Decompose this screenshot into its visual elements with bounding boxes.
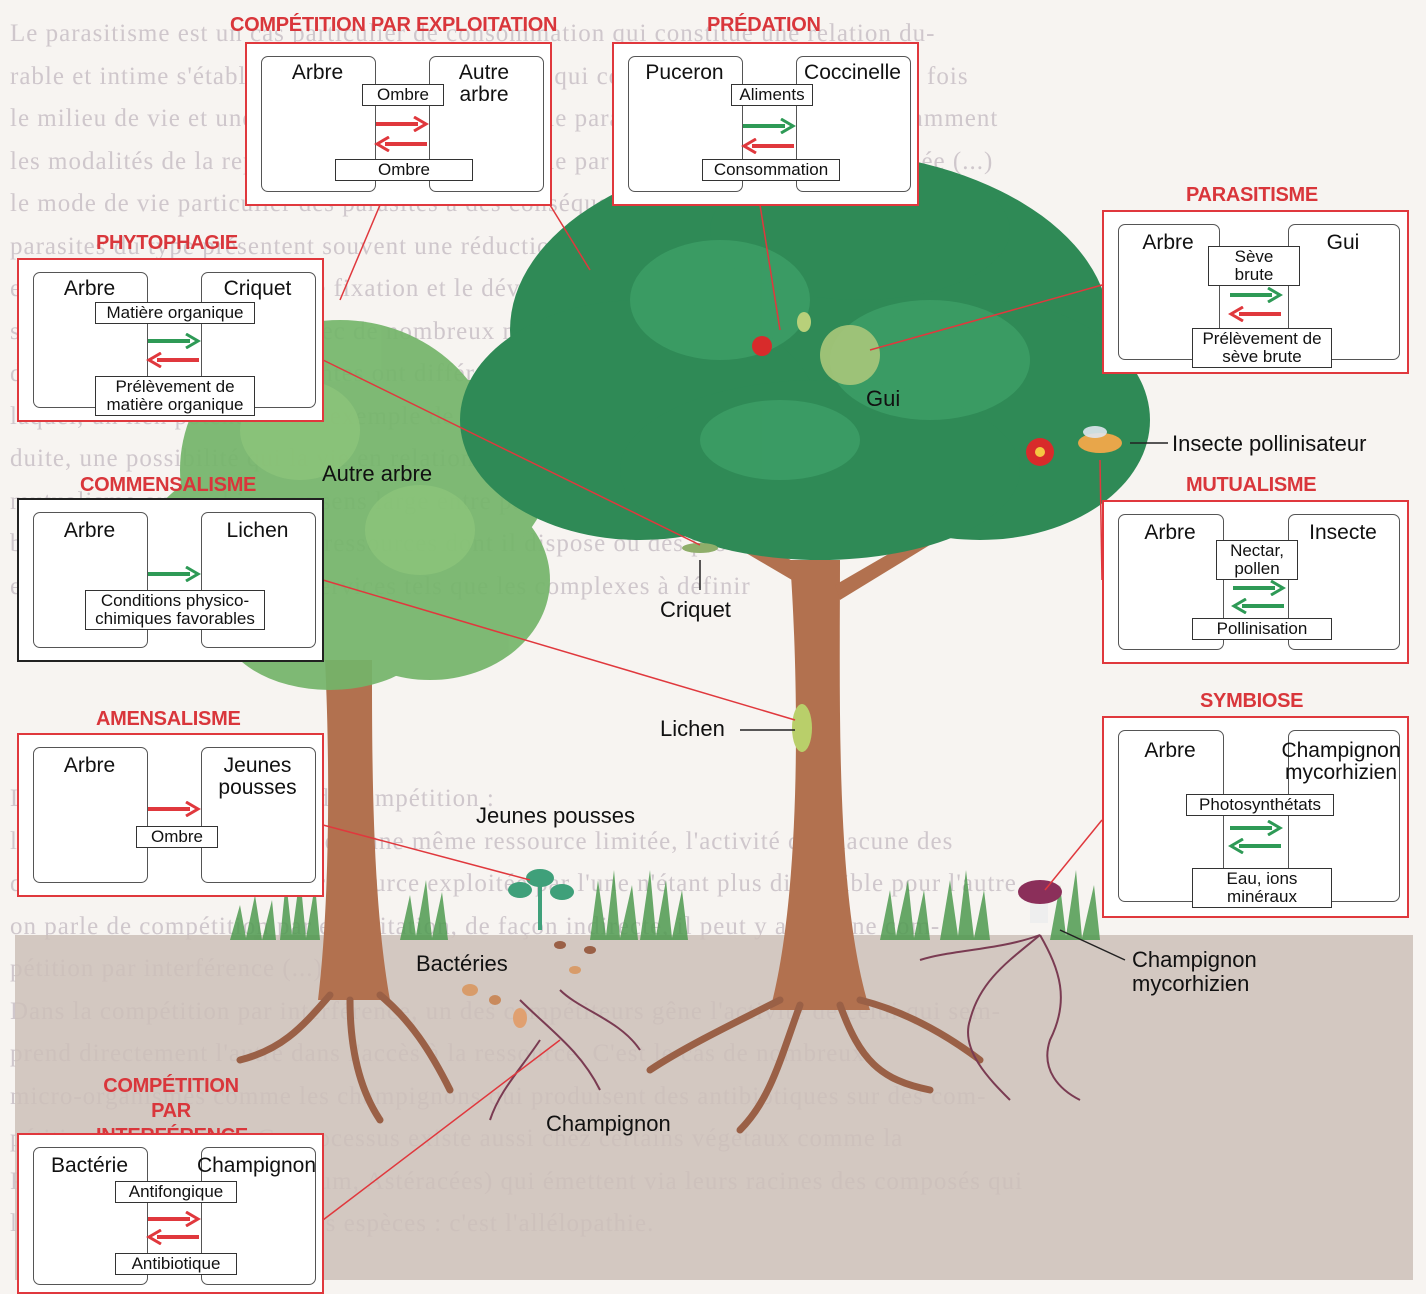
species-criquet: Criquet xyxy=(223,277,292,300)
pollinator-insect xyxy=(1078,426,1122,453)
label-jeunes-pousses: Jeunes pousses xyxy=(476,803,635,828)
tag-ombre-bottom: Ombre xyxy=(335,159,473,181)
tag-prelevement-seve: Prélèvement de sève brute xyxy=(1192,328,1332,368)
arrow-right-green xyxy=(148,333,201,349)
species-cell-right xyxy=(201,747,316,883)
box-predation: Puceron Coccinelle Aliments Consommation xyxy=(612,42,919,206)
grass xyxy=(230,870,1100,940)
main-tree-trunk xyxy=(770,560,870,1010)
tag-consommation: Consommation xyxy=(702,159,840,181)
title-phytophagie: PHYTOPHAGIE xyxy=(96,232,238,254)
species-autre-arbre: Autre arbre xyxy=(458,61,510,106)
arrow-right-red xyxy=(376,116,429,132)
ladybug xyxy=(752,336,772,356)
species-champignon: Champignon xyxy=(196,1154,317,1177)
label-autre-arbre: Autre arbre xyxy=(322,461,433,486)
tag-ombre: Ombre xyxy=(136,826,218,848)
species-lichen: Lichen xyxy=(226,519,289,542)
tag-antifongique: Antifongique xyxy=(115,1181,237,1203)
lichen xyxy=(792,704,812,752)
tag-aliments: Aliments xyxy=(731,84,813,106)
young-shoots xyxy=(508,869,574,930)
species-arbre: Arbre xyxy=(1144,521,1196,544)
tag-nectar-pollen: Nectar, pollen xyxy=(1216,540,1298,580)
connector-lines xyxy=(322,204,1103,1221)
label-criquet: Criquet xyxy=(660,597,731,622)
species-arbre: Arbre xyxy=(63,754,116,777)
arrow-left-red xyxy=(741,138,794,154)
tag-antibiotique: Antibiotique xyxy=(115,1253,237,1275)
tag-ombre-top: Ombre xyxy=(362,84,444,106)
box-commensalisme: Arbre Lichen Conditions physico-chimique… xyxy=(17,498,324,662)
arrow-right-green xyxy=(1233,580,1286,596)
box-mutualisme: Arbre Insecte Nectar, pollen Pollinisati… xyxy=(1102,500,1409,664)
tag-photosynthetats: Photosynthétats xyxy=(1186,794,1334,816)
arrow-right-red xyxy=(148,801,201,817)
title-competition-exploitation: COMPÉTITION PAR EXPLOITATION xyxy=(230,14,558,36)
species-arbre: Arbre xyxy=(63,519,116,542)
species-coccinelle: Coccinelle xyxy=(804,61,901,84)
species-bacterie: Bactérie xyxy=(50,1154,129,1177)
grasshopper xyxy=(682,543,718,553)
label-gui: Gui xyxy=(866,386,901,411)
mycorrhizal-network xyxy=(919,934,1081,1101)
tag-prelevement-matiere: Prélèvement de matière organique xyxy=(95,376,255,416)
species-arbre: Arbre xyxy=(1142,231,1194,254)
box-symbiose: Arbre Champignon mycorhizien Photosynthé… xyxy=(1102,716,1409,918)
arrow-left-red xyxy=(374,136,427,152)
species-arbre: Arbre xyxy=(63,277,116,300)
arrow-left-green xyxy=(1231,598,1284,614)
tag-conditions: Conditions physico-chimiques favorables xyxy=(85,590,265,630)
tag-eau-ions: Eau, ions minéraux xyxy=(1192,868,1332,908)
title-symbiose: SYMBIOSE xyxy=(1200,690,1304,712)
species-cell-left xyxy=(33,747,148,883)
label-champignon: Champignon xyxy=(546,1111,671,1136)
other-tree-trunk xyxy=(318,660,390,1000)
label-lichen: Lichen xyxy=(660,716,725,741)
aphid xyxy=(797,312,811,332)
species-champignon-mycorhizien: Champignon mycorhizien xyxy=(1281,739,1401,784)
species-arbre: Arbre xyxy=(1144,739,1196,762)
label-champignon-mycorhizien: Champignon mycorhizien xyxy=(1132,947,1257,996)
box-competition-exploitation: Arbre Autre arbre Ombre Ombre xyxy=(245,42,552,206)
box-parasitisme: Arbre Gui Sève brute Prélèvement de sève… xyxy=(1102,210,1409,374)
species-insecte: Insecte xyxy=(1309,521,1377,544)
label-bacteries: Bactéries xyxy=(416,951,508,976)
title-amensalisme: AMENSALISME xyxy=(96,708,241,730)
species-arbre: Arbre xyxy=(291,61,344,84)
mistletoe xyxy=(820,325,880,385)
arrow-right-green xyxy=(1230,287,1283,303)
bacteria-dots xyxy=(462,941,596,1028)
species-gui: Gui xyxy=(1326,231,1360,254)
label-insecte-pollinisateur: Insecte pollinisateur xyxy=(1172,431,1367,456)
arrow-left-red xyxy=(146,1229,199,1245)
arrow-right-red xyxy=(148,1211,201,1227)
mushroom xyxy=(1018,880,1062,923)
arrow-left-red xyxy=(1228,306,1281,322)
arrow-left-green xyxy=(1228,838,1281,854)
title-mutualisme: MUTUALISME xyxy=(1186,474,1317,496)
label-leaders xyxy=(699,442,1168,961)
arrow-right-green xyxy=(743,118,796,134)
title-commensalisme: COMMENSALISME xyxy=(80,474,257,496)
arrow-right-green xyxy=(1230,820,1283,836)
title-predation: PRÉDATION xyxy=(707,14,821,36)
arrow-right-green xyxy=(148,566,201,582)
tag-seve-brute: Sève brute xyxy=(1208,246,1300,286)
title-parasitisme: PARASITISME xyxy=(1186,184,1318,206)
species-jeunes-pousses: Jeunes pousses xyxy=(218,754,297,799)
roots xyxy=(236,991,984,1134)
box-competition-interference: Bactérie Champignon Antifongique Antibio… xyxy=(17,1133,324,1294)
tag-matiere-organique: Matière organique xyxy=(95,302,255,324)
arrow-left-red xyxy=(146,352,199,368)
box-phytophagie: Arbre Criquet Matière organique Prélèvem… xyxy=(17,258,324,422)
species-puceron: Puceron xyxy=(645,61,724,84)
tag-pollinisation: Pollinisation xyxy=(1192,618,1332,640)
main-tree-foliage xyxy=(460,150,1150,560)
box-amensalisme: Arbre Jeunes pousses Ombre xyxy=(17,733,324,897)
soil-fungus xyxy=(489,989,641,1121)
